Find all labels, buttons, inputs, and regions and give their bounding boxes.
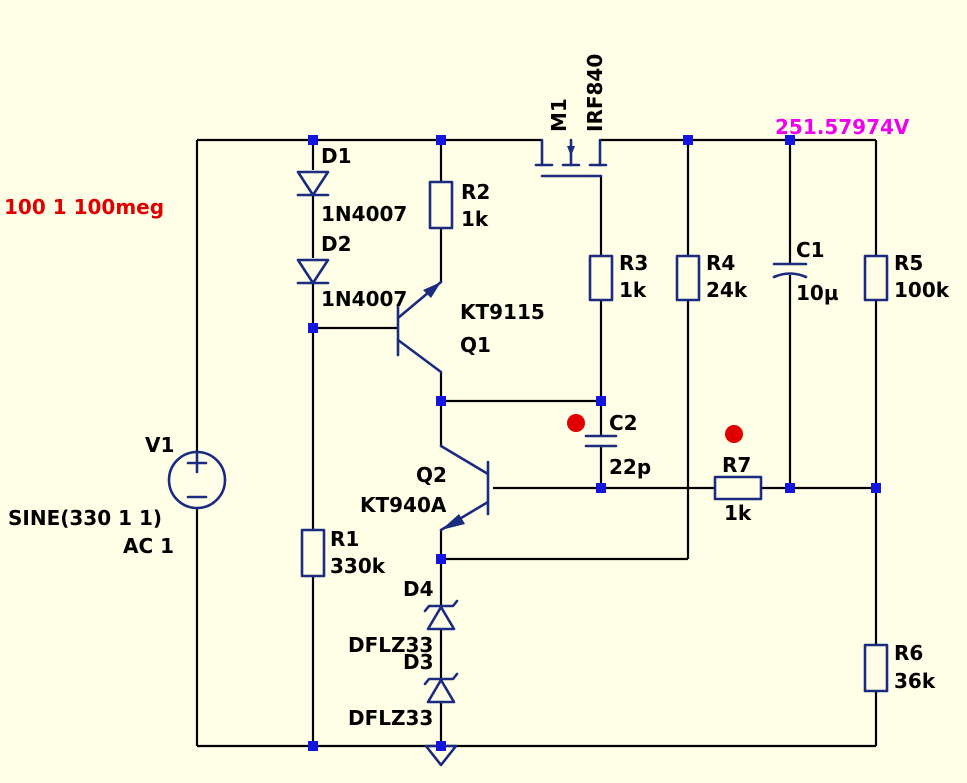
resistor-r1[interactable] <box>300 528 326 578</box>
r4-value: 24k <box>706 278 748 302</box>
node-voltage-label: 251.57974V <box>775 115 910 139</box>
junction-dot <box>308 741 318 751</box>
d3-ref: D3 <box>403 650 434 674</box>
diode-d2[interactable] <box>296 258 330 285</box>
junction-dot <box>596 483 606 493</box>
resistor-r3[interactable] <box>588 254 614 302</box>
zener-diode-d4[interactable] <box>423 599 459 631</box>
resistor-r7[interactable] <box>713 475 763 501</box>
voltage-source-v1[interactable] <box>167 450 227 510</box>
q1-model: KT9115 <box>460 300 545 324</box>
r2-value: 1k <box>461 207 489 231</box>
junction-dot <box>436 741 446 751</box>
c1-value: 10µ <box>796 281 839 305</box>
d2-model: 1N4007 <box>321 287 407 311</box>
d4-ref: D4 <box>403 577 434 601</box>
junction-dot <box>308 135 318 145</box>
m1-model: IRF840 <box>583 54 607 132</box>
r5-ref: R5 <box>894 251 923 275</box>
r1-value: 330k <box>330 554 386 578</box>
d1-ref: D1 <box>321 144 352 168</box>
resistor-r5[interactable] <box>863 254 889 302</box>
junction-dot <box>871 483 881 493</box>
v1-value: SINE(330 1 1) <box>8 506 162 530</box>
junctions <box>308 135 881 751</box>
transistor-q2[interactable] <box>439 444 490 532</box>
resistor-r6[interactable] <box>863 643 889 693</box>
r5-value: 100k <box>894 278 950 302</box>
r2-ref: R2 <box>461 180 490 204</box>
r7-ref: R7 <box>722 453 751 477</box>
spice-directive[interactable]: 100 1 100meg <box>4 195 164 219</box>
probe-marker[interactable] <box>725 425 743 443</box>
d1-model: 1N4007 <box>321 202 407 226</box>
q2-model: KT940A <box>360 493 447 517</box>
junction-dot <box>785 483 795 493</box>
d2-ref: D2 <box>321 232 352 256</box>
r4-ref: R4 <box>706 251 735 275</box>
junction-dot <box>308 323 318 333</box>
v1-ac: AC 1 <box>123 534 174 558</box>
q2-ref: Q2 <box>416 463 447 487</box>
junction-dot <box>683 135 693 145</box>
diode-d1[interactable] <box>296 170 330 197</box>
c2-ref: C2 <box>609 411 638 435</box>
r3-ref: R3 <box>619 251 648 275</box>
junction-dot <box>436 135 446 145</box>
resistor-r2[interactable] <box>428 180 454 230</box>
probe-marker[interactable] <box>567 414 585 432</box>
resistor-r4[interactable] <box>675 254 701 302</box>
r7-value: 1k <box>724 501 752 525</box>
capacitor-c1[interactable] <box>772 262 808 279</box>
mosfet-m1[interactable] <box>534 138 608 178</box>
junction-dot <box>596 396 606 406</box>
r6-value: 36k <box>894 669 936 693</box>
wires <box>195 138 878 748</box>
c2-value: 22p <box>609 455 651 479</box>
capacitor-c2[interactable] <box>584 434 618 448</box>
v1-ref: V1 <box>145 433 174 457</box>
r1-ref: R1 <box>330 527 359 551</box>
junction-dot <box>436 396 446 406</box>
m1-ref: M1 <box>547 98 571 132</box>
junction-dot <box>436 554 446 564</box>
c1-ref: C1 <box>796 238 825 262</box>
junction-dot <box>785 135 795 145</box>
r6-ref: R6 <box>894 641 923 665</box>
transistor-q1[interactable] <box>396 280 443 374</box>
r3-value: 1k <box>619 278 647 302</box>
zener-diode-d3[interactable] <box>423 672 459 704</box>
q1-ref: Q1 <box>460 333 491 357</box>
d4-model: DFLZ33 <box>348 633 433 657</box>
d3-model: DFLZ33 <box>348 706 433 730</box>
